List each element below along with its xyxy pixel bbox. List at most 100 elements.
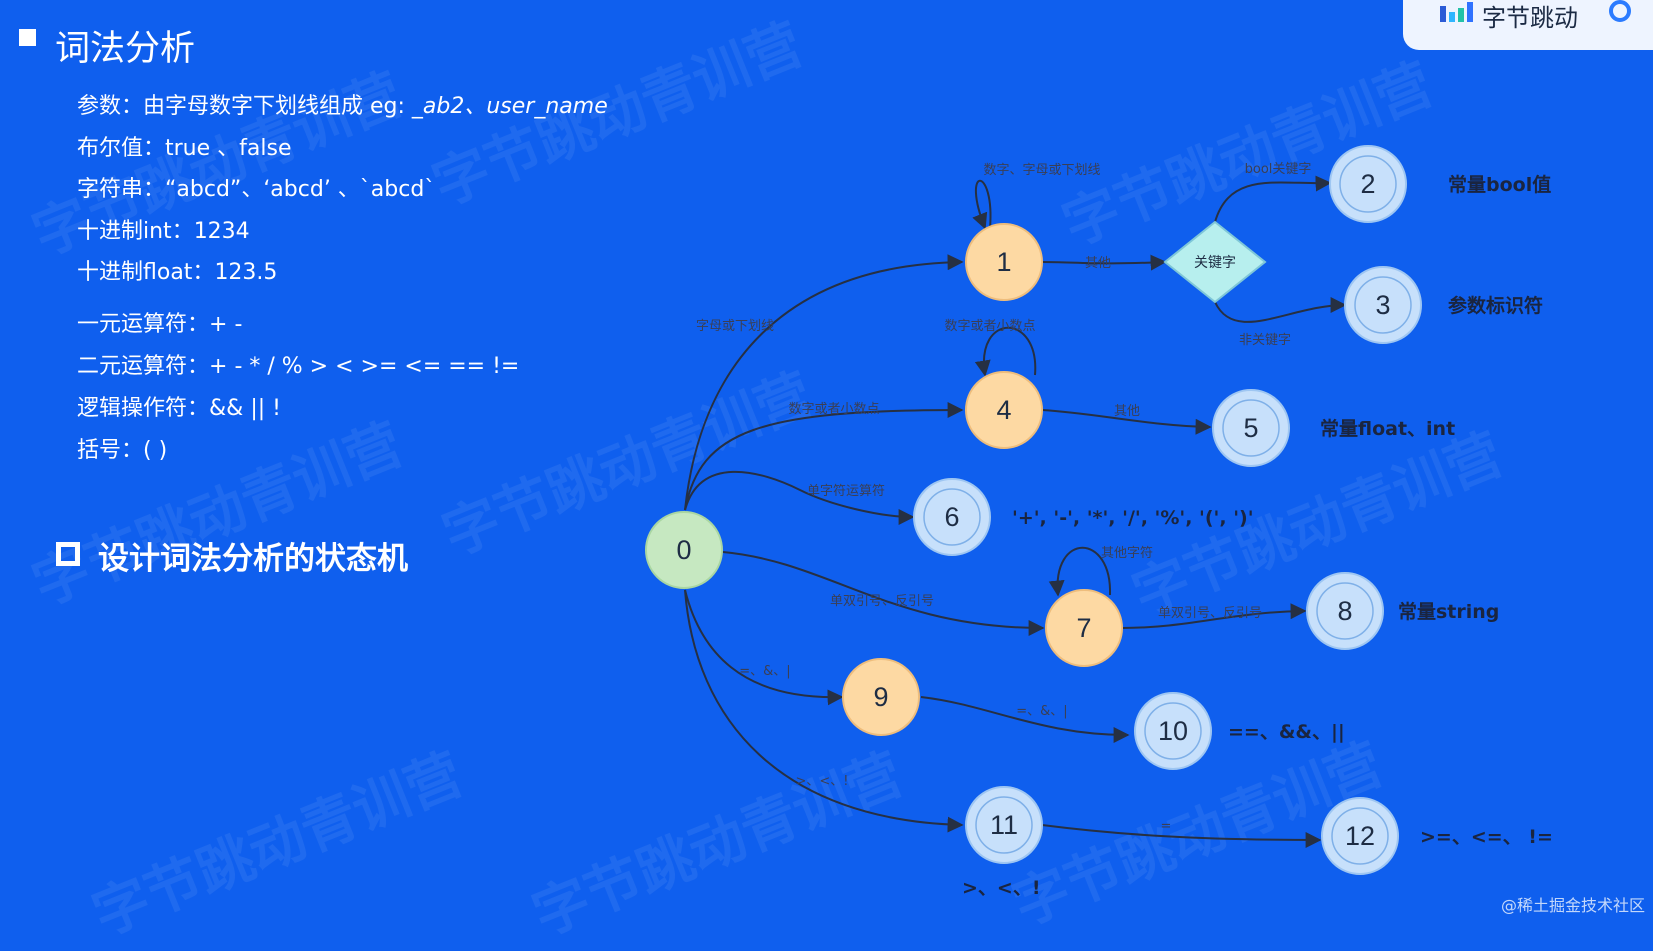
edge-label: 非关键字 <box>1239 333 1291 348</box>
edge-label: 数字或者小数点 <box>788 402 879 417</box>
definition-example: _ab2、user_name <box>411 94 608 119</box>
definition-label: 二元运算符： <box>77 354 210 379</box>
edge-label: 其他字符 <box>1101 545 1153 561</box>
state-label: 常量bool值 <box>1448 173 1551 196</box>
edge-label: 数字或者小数点 <box>944 319 1035 334</box>
state-label: 常量string <box>1398 600 1499 623</box>
state-machine-diagram: 字母或下划线 数字、字母或下划线 其他 bool关键字 非关键字 数字或者小数点… <box>645 145 1553 899</box>
edge-label: 字母或下划线 <box>696 319 774 334</box>
state-node-id: 5 <box>1243 413 1258 443</box>
edge-kw-2 <box>1214 175 1332 223</box>
edge-1-self <box>972 180 992 230</box>
partner-logo-icon <box>1609 0 1631 22</box>
definition-label: 逻辑操作符： <box>77 396 210 421</box>
edge-4-5 <box>1041 409 1212 435</box>
definition-unary: 一元运算符：+ - <box>77 306 242 338</box>
edge-0-6 <box>684 470 915 525</box>
state-node-id: 11 <box>990 810 1018 840</box>
definition-text: 1234 <box>193 219 250 244</box>
edge-0-9 <box>684 589 844 706</box>
state-label: ==、&&、|| <box>1228 721 1345 743</box>
definition-text: “abcd”、‘abcd’ 、`abcd` <box>165 177 436 202</box>
state-node-12: 12 <box>1321 797 1399 875</box>
edge-0-11 <box>684 589 964 833</box>
definition-label: 括号： <box>77 438 144 463</box>
definition-label: 参数： <box>77 94 144 119</box>
edge-label: = <box>1161 819 1172 834</box>
state-node-3: 3 <box>1344 266 1422 344</box>
definition-text: ( ) <box>143 438 168 463</box>
subsection-title: 设计词法分析的状态机 <box>98 541 408 577</box>
definition-text: + - * / % > < >= <= == != <box>209 354 520 379</box>
credit-text: @稀土掘金技术社区 <box>1500 896 1645 915</box>
state-node-id: 0 <box>676 535 691 565</box>
edge-label: 单双引号、反引号 <box>1158 606 1262 621</box>
state-node-5: 5 <box>1212 389 1290 467</box>
section-bullet-icon <box>19 29 36 46</box>
edge-9-10 <box>920 696 1130 743</box>
definition-logic: 逻辑操作符：&& || ! <box>77 390 281 422</box>
definition-label: 十进制float： <box>77 260 215 285</box>
edge-7-8 <box>1121 603 1307 629</box>
state-node-1: 1 <box>965 223 1043 301</box>
state-node-8: 8 <box>1306 572 1384 650</box>
state-node-id: 9 <box>873 682 888 712</box>
definition-text: 由字母数字下划线组成 eg: <box>143 94 412 119</box>
edge-0-4 <box>684 402 964 511</box>
definition-text: 123.5 <box>214 260 278 285</box>
edge-label: bool关键字 <box>1245 162 1312 177</box>
decision-keyword: 关键字 <box>1163 220 1267 304</box>
edge-0-7 <box>722 551 1045 636</box>
state-node-7: 7 <box>1045 589 1123 667</box>
edge-label: >、<、! <box>796 774 849 789</box>
edge-0-1 <box>684 254 964 511</box>
state-node-id: 8 <box>1337 596 1352 626</box>
edge-label: 数字、字母或下划线 <box>983 163 1100 178</box>
edge-4-self <box>974 326 1037 377</box>
state-label: '+', '-', '*', '/', '%', '(', ')' <box>1012 507 1254 529</box>
definition-text: true 、false <box>165 136 292 161</box>
state-label: 常量float、int <box>1320 417 1455 440</box>
edge-label: 其他 <box>1085 256 1111 271</box>
edge-label: 单字符运算符 <box>807 483 885 499</box>
edge-kw-3 <box>1214 297 1347 323</box>
edge-7-self <box>1048 546 1112 597</box>
state-label: 参数标识符 <box>1448 294 1543 317</box>
definition-string: 字符串：“abcd”、‘abcd’ 、`abcd` <box>77 171 435 203</box>
edge-11-12 <box>1041 824 1322 848</box>
definition-text: && || ! <box>209 396 281 421</box>
state-label: >=、<=、 != <box>1420 826 1553 848</box>
definition-params: 参数：由字母数字下划线组成 eg: _ab2、user_name <box>77 88 608 120</box>
definition-binary: 二元运算符：+ - * / % > < >= <= == != <box>77 348 519 380</box>
state-label: >、<、! <box>962 877 1041 899</box>
definition-label: 布尔值： <box>77 136 166 161</box>
state-node-id: 4 <box>996 395 1011 425</box>
state-node-id: 10 <box>1158 716 1188 746</box>
edge-label: =、&、| <box>1016 704 1067 719</box>
edge-label: 单双引号、反引号 <box>830 594 934 609</box>
definition-int: 十进制int：1234 <box>77 213 250 245</box>
bytedance-logo-icon <box>1440 2 1473 22</box>
state-node-9: 9 <box>842 658 920 736</box>
definition-label: 十进制int： <box>77 219 194 244</box>
state-node-11: 11 <box>965 786 1043 864</box>
edge-label: 其他 <box>1114 404 1140 419</box>
edge-1-kw <box>1041 254 1167 271</box>
section-title: 词法分析 <box>55 29 196 69</box>
state-node-id: 2 <box>1360 169 1375 199</box>
definition-label: 字符串： <box>77 177 166 202</box>
state-node-10: 10 <box>1134 692 1212 770</box>
logo-text: 字节跳动 <box>1482 4 1578 32</box>
definition-bool: 布尔值：true 、false <box>77 130 292 162</box>
subsection-bullet-icon <box>56 542 80 566</box>
definition-parens: 括号：( ) <box>77 432 167 464</box>
state-node-0: 0 <box>645 511 723 589</box>
definition-text: + - <box>209 312 243 337</box>
state-node-id: 7 <box>1076 613 1091 643</box>
definition-float: 十进制float：123.5 <box>77 254 277 286</box>
state-node-id: 6 <box>944 502 959 532</box>
state-node-6: 6 <box>913 478 991 556</box>
state-node-4: 4 <box>965 371 1043 449</box>
state-node-id: 3 <box>1375 290 1390 320</box>
definition-label: 一元运算符： <box>77 312 210 337</box>
